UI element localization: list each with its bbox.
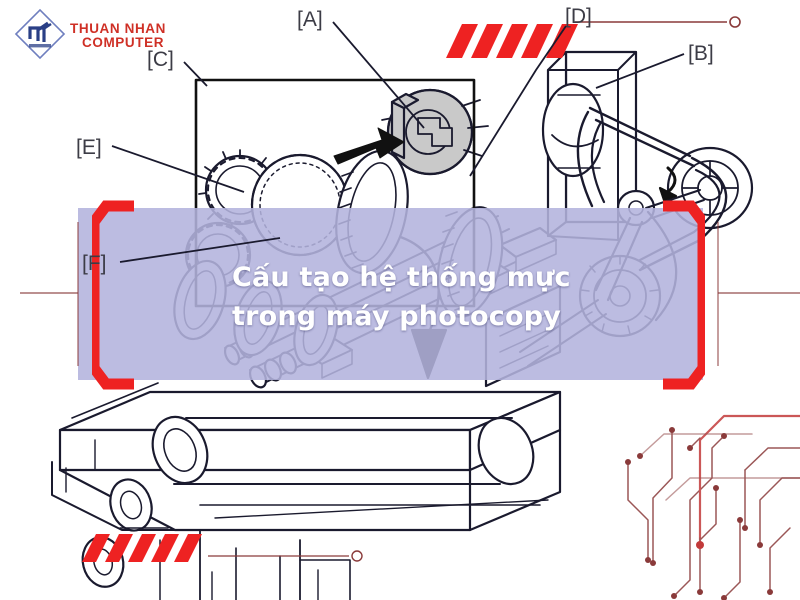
- callout-label-a: [A]: [297, 8, 323, 31]
- brand-line-1: THUAN NHAN: [70, 20, 166, 36]
- brand-line-2: COMPUTER: [82, 35, 165, 50]
- title-highlight-band: [78, 208, 703, 380]
- page-title: Cấu tạo hệ thống mực trong máy photocopy: [232, 262, 571, 332]
- callout-label-e: [E]: [76, 136, 102, 159]
- callout-label-c: [C]: [147, 48, 174, 71]
- callout-label-b: [B]: [688, 42, 714, 65]
- left-red-bracket: [92, 200, 136, 390]
- brand-logo: THUAN NHAN COMPUTER: [14, 6, 204, 62]
- diamond-tn-monogram-icon: [14, 8, 66, 60]
- callout-label-f: [F]: [82, 252, 107, 275]
- callout-label-d: [D]: [565, 5, 592, 28]
- right-red-bracket: [661, 200, 705, 390]
